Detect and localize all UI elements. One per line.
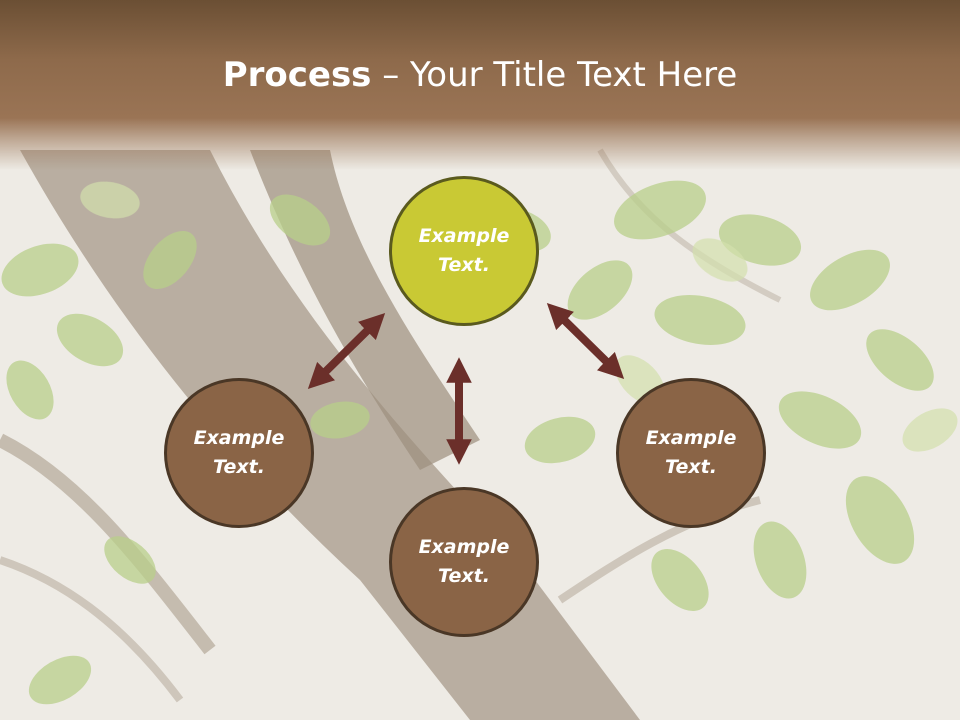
title-rest: – Your Title Text Here	[371, 55, 738, 95]
process-node-right: Example Text.	[616, 378, 766, 528]
node-bottom-label: Example Text.	[418, 536, 510, 587]
process-node-left: Example Text.	[164, 378, 314, 528]
node-right-label: Example Text.	[645, 427, 737, 478]
title-banner	[0, 0, 960, 170]
title-bold: Process	[222, 55, 372, 95]
process-node-bottom: Example Text.	[389, 487, 539, 637]
arrow-top-left	[307, 313, 386, 389]
arrow-top-right	[546, 303, 625, 379]
node-left-label: Example Text.	[193, 427, 285, 478]
node-top-label: Example Text.	[418, 225, 510, 276]
process-node-top: Example Text.	[389, 176, 539, 326]
slide-title: Process – Your Title Text Here	[0, 52, 960, 98]
